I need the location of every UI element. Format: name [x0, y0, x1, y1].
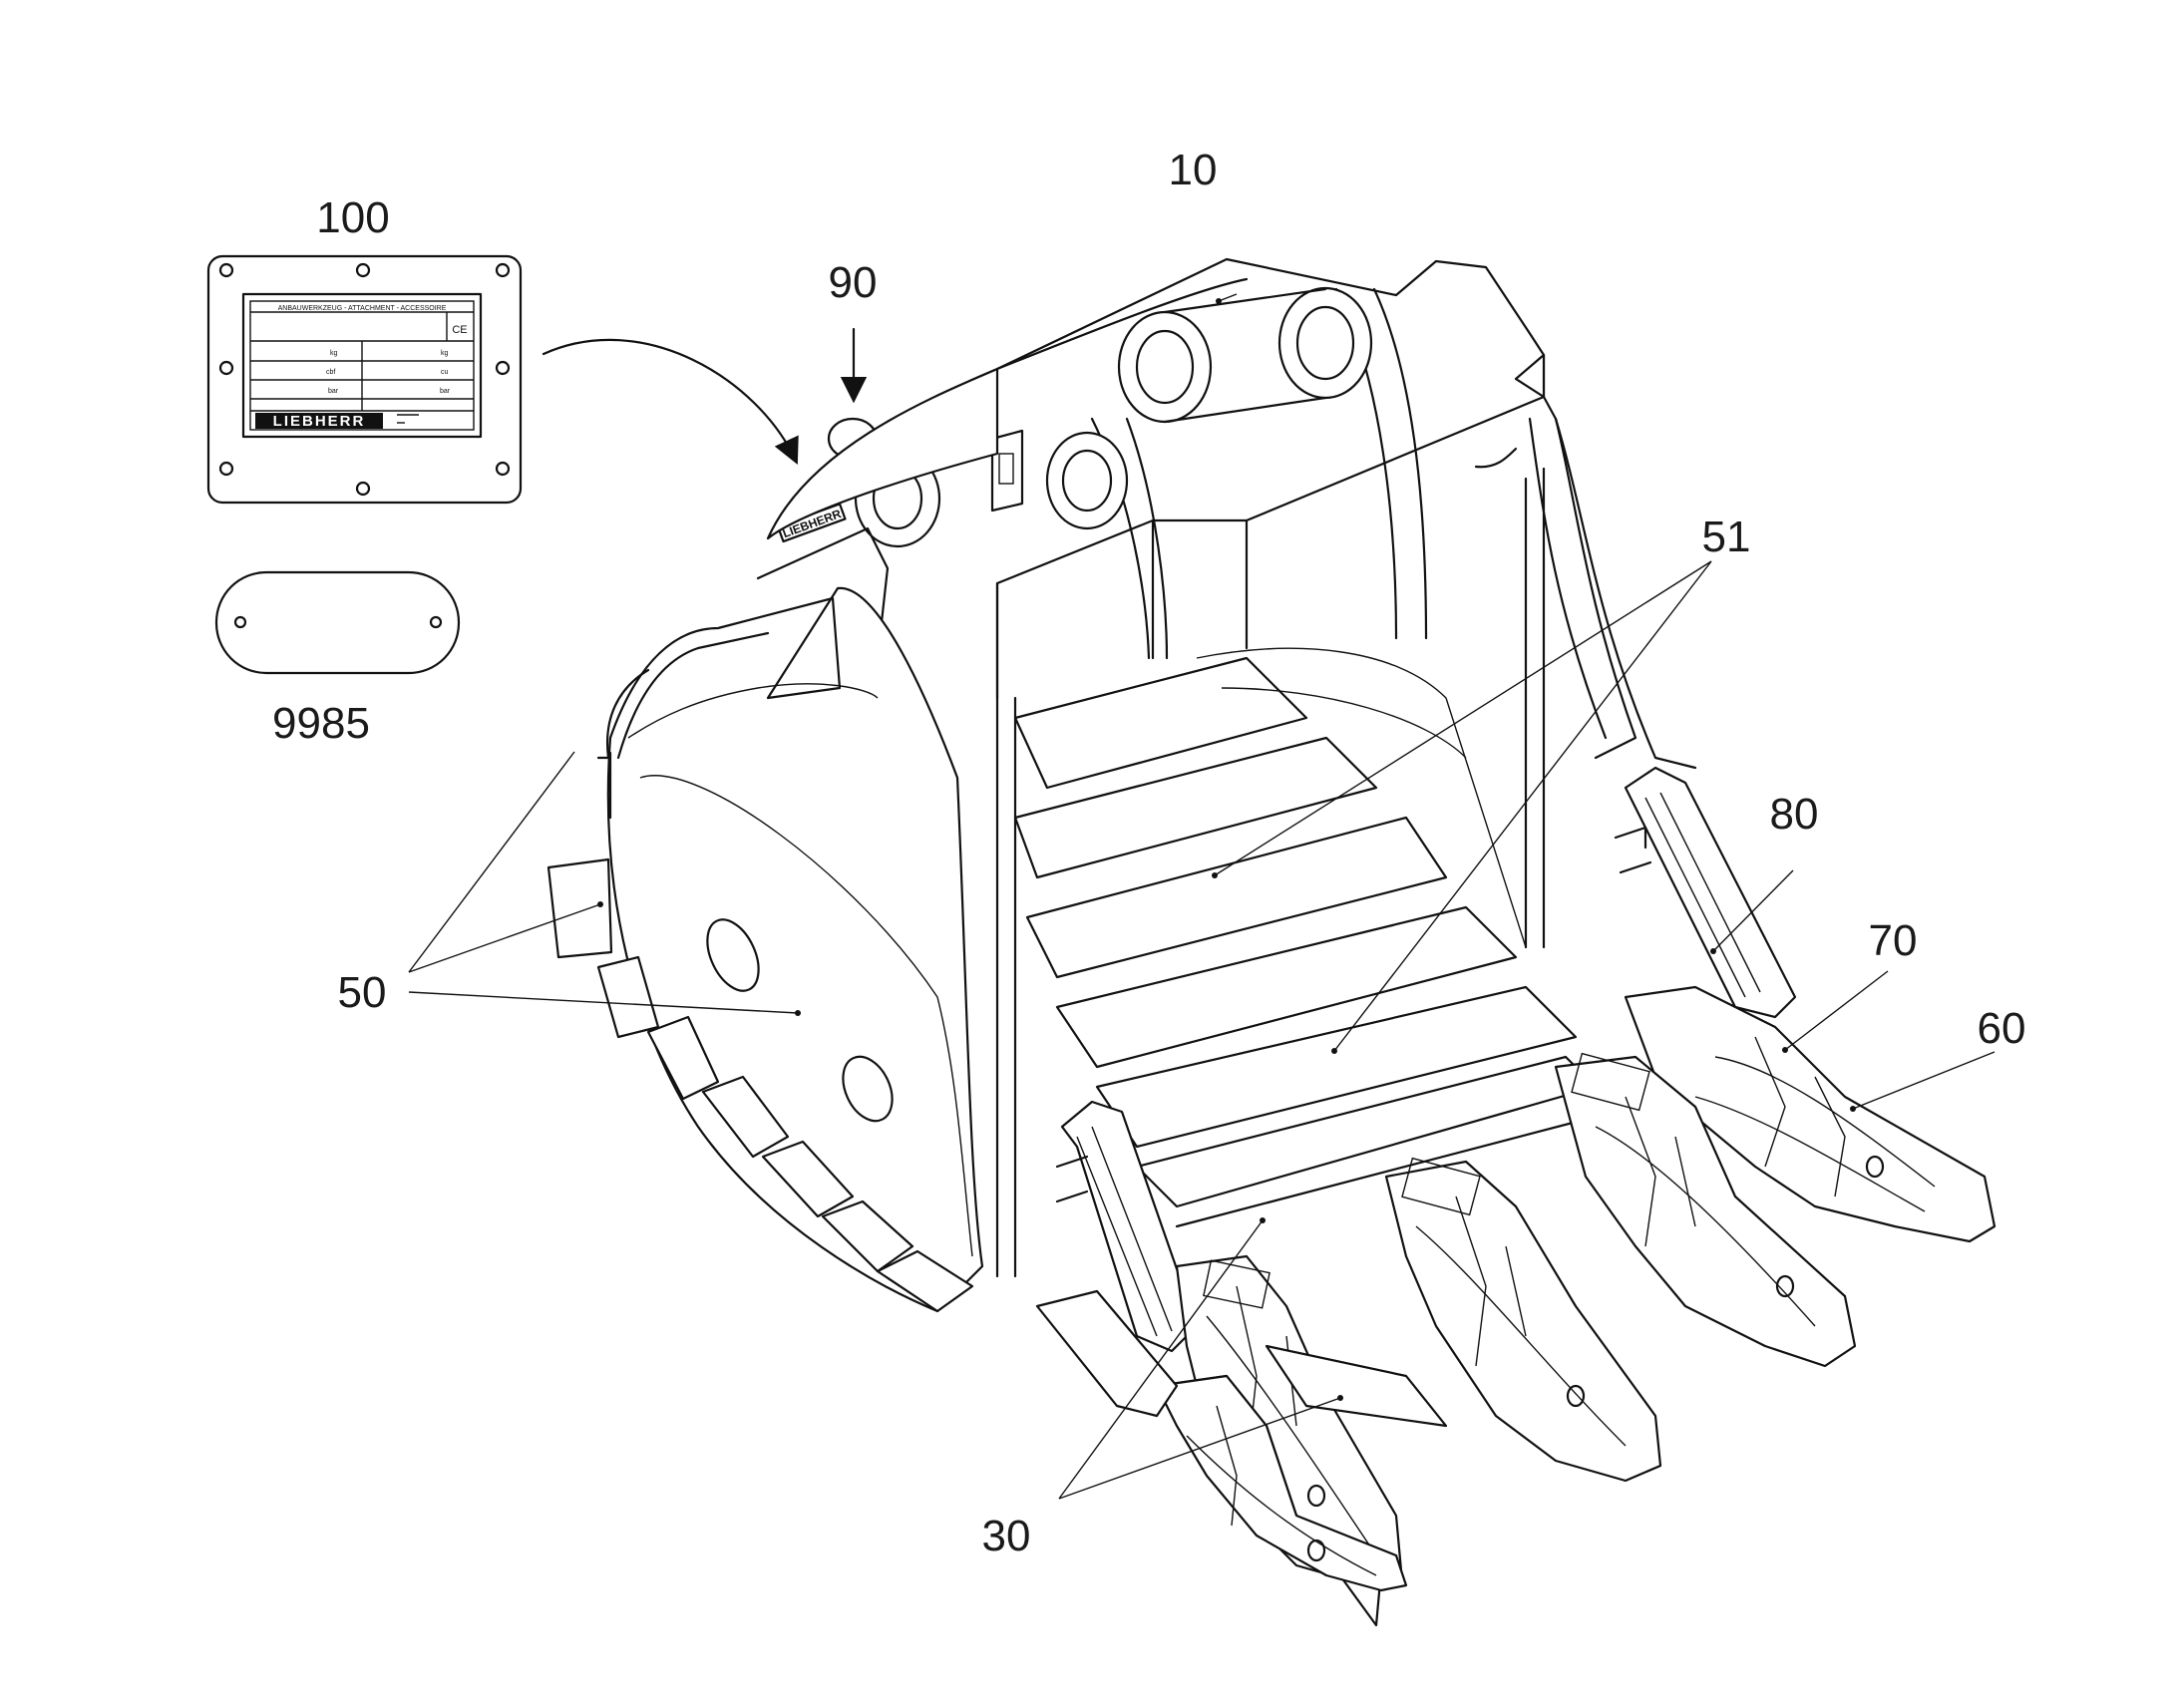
nameplate-unit-bar-right: bar: [440, 388, 451, 395]
oval-tag-drawing: [214, 570, 461, 675]
tooth-3: [1384, 1157, 1662, 1483]
ref-label-9985: 9985: [272, 699, 370, 748]
reference-numerals: 100 10 90 51 9985 80 70 60 50 30: [272, 146, 2025, 1560]
leader-lines: [408, 293, 1996, 1500]
teeth-drawing: [1035, 766, 1997, 1627]
nameplate-brand: LIEBHERR: [273, 413, 366, 430]
ref-label-60: 60: [1978, 1004, 2026, 1053]
nameplate-unit-cu: cu: [441, 369, 449, 376]
nameplate-mounting-holes: [218, 262, 511, 497]
nameplate-unit-kg-right: kg: [441, 350, 449, 357]
tooth-1: [1155, 1374, 1408, 1627]
nameplate-unit-cbf: cbf: [326, 369, 335, 376]
bucket-drawing: LIEBHERR: [546, 257, 1697, 1313]
nameplate-unit-bar-left: bar: [328, 388, 339, 395]
ref-label-90: 90: [829, 258, 878, 307]
ref-label-50: 50: [338, 968, 387, 1017]
ref-label-10: 10: [1169, 146, 1218, 194]
nameplate-unit-kg-left: kg: [330, 350, 338, 357]
wear-blocks: [546, 857, 974, 1313]
curved-arrow: [542, 338, 799, 465]
nameplate-drawing: ANBAUWERKZEUG - ATTACHMENT - ACCESSOIRE …: [206, 254, 523, 505]
ref-label-100: 100: [316, 193, 389, 242]
ref-label-70: 70: [1869, 916, 1918, 965]
ref-label-51: 51: [1702, 512, 1751, 561]
nameplate-header: ANBAUWERKZEUG - ATTACHMENT - ACCESSOIRE: [278, 305, 447, 312]
tooth-4: [1554, 1052, 1857, 1368]
ref-label-30: 30: [982, 1512, 1031, 1560]
ref-label-80: 80: [1770, 790, 1819, 839]
ce-mark: CE: [452, 324, 467, 336]
